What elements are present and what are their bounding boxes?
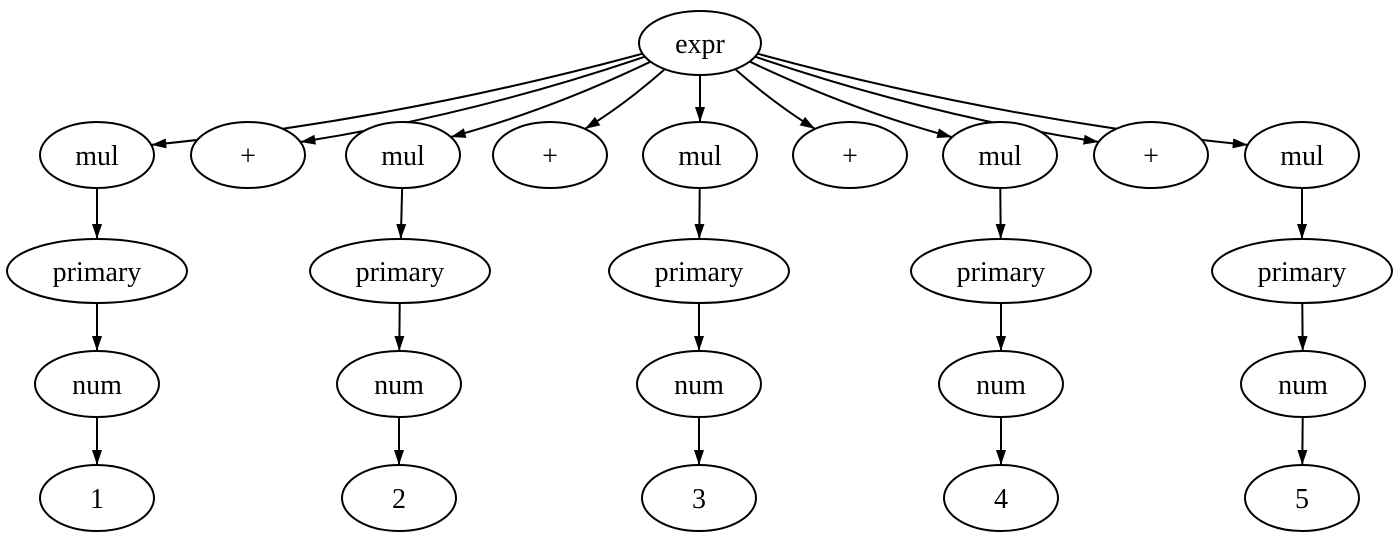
node-label-primary-2: primary [356, 257, 445, 288]
node-label-num-2: num [374, 370, 424, 401]
node-num-1: num [34, 350, 160, 418]
node-label-num-1: num [72, 370, 122, 401]
node-num-2: num [336, 350, 462, 418]
node-ellipse-mul-4 [942, 121, 1058, 189]
node-ellipse-primary-1 [6, 238, 188, 304]
node-mul-4: mul [942, 121, 1058, 189]
node-primary-2: primary [309, 238, 491, 304]
node-ellipse-leaf-2 [341, 464, 457, 532]
node-num-4: num [938, 350, 1064, 418]
edge-layer [92, 52, 1308, 466]
node-label-mul-1: mul [75, 141, 119, 172]
node-label-num-3: num [674, 370, 724, 401]
node-ellipse-plus-1 [190, 121, 306, 189]
node-leaf-3: 3 [641, 464, 757, 532]
node-ellipse-plus-3 [792, 121, 908, 189]
node-label-leaf-3: 3 [692, 484, 706, 515]
edge-expr-mul-4 [749, 60, 953, 139]
node-mul-1: mul [39, 121, 155, 189]
edge-mul-2-primary-2 [396, 187, 407, 240]
node-ellipse-leaf-3 [641, 464, 757, 532]
node-ellipse-num-5 [1240, 350, 1366, 418]
node-ellipse-primary-2 [309, 238, 491, 304]
node-label-leaf-5: 5 [1295, 484, 1309, 515]
node-ellipse-mul-1 [39, 121, 155, 189]
node-ellipse-num-2 [336, 350, 462, 418]
node-label-primary-5: primary [1258, 257, 1347, 288]
edge-expr-plus-3 [734, 68, 816, 130]
node-leaf-4: 4 [943, 464, 1059, 532]
node-label-num-4: num [976, 370, 1026, 401]
node-ellipse-primary-5 [1211, 238, 1393, 304]
node-ellipse-primary-4 [910, 238, 1092, 304]
edge-expr-plus-2 [584, 68, 666, 130]
node-ellipse-plus-4 [1093, 121, 1209, 189]
node-primary-1: primary [6, 238, 188, 304]
edge-expr-mul-2 [450, 60, 651, 138]
edge-expr-plus-1 [300, 55, 646, 145]
node-ellipse-num-1 [34, 350, 160, 418]
node-leaf-5: 5 [1244, 464, 1360, 532]
node-mul-3: mul [642, 121, 758, 189]
node-label-mul-4: mul [978, 141, 1022, 172]
node-ellipse-num-4 [938, 350, 1064, 418]
edge-expr-plus-4 [754, 55, 1099, 145]
node-label-expr: expr [675, 29, 725, 60]
node-ellipse-mul-3 [642, 121, 758, 189]
node-label-primary-4: primary [957, 257, 1046, 288]
node-mul-2: mul [345, 121, 461, 189]
node-num-3: num [636, 350, 762, 418]
node-ellipse-leaf-1 [39, 464, 155, 532]
node-ellipse-plus-2 [492, 121, 608, 189]
node-label-leaf-4: 4 [994, 484, 1008, 515]
node-plus-3: + [792, 121, 908, 189]
node-ellipse-leaf-4 [943, 464, 1059, 532]
node-ellipse-mul-5 [1244, 121, 1360, 189]
node-label-leaf-1: 1 [90, 484, 104, 515]
node-label-primary-3: primary [655, 257, 744, 288]
node-plus-4: + [1093, 121, 1209, 189]
node-ellipse-num-3 [636, 350, 762, 418]
node-label-plus-1: + [240, 141, 256, 172]
node-plus-2: + [492, 121, 608, 189]
node-ellipse-primary-3 [608, 238, 790, 304]
node-label-mul-5: mul [1280, 141, 1324, 172]
node-primary-5: primary [1211, 238, 1393, 304]
node-mul-5: mul [1244, 121, 1360, 189]
node-label-plus-4: + [1143, 141, 1159, 172]
node-label-plus-2: + [542, 141, 558, 172]
node-plus-1: + [190, 121, 306, 189]
node-label-num-5: num [1278, 370, 1328, 401]
node-label-leaf-2: 2 [392, 484, 406, 515]
node-primary-4: primary [910, 238, 1092, 304]
node-leaf-1: 1 [39, 464, 155, 532]
node-ellipse-leaf-5 [1244, 464, 1360, 532]
node-expr: expr [638, 10, 762, 76]
node-label-mul-2: mul [381, 141, 425, 172]
node-num-5: num [1240, 350, 1366, 418]
node-ellipse-mul-2 [345, 121, 461, 189]
node-ellipse-expr [638, 10, 762, 76]
node-primary-3: primary [608, 238, 790, 304]
node-label-primary-1: primary [53, 257, 142, 288]
node-label-plus-3: + [842, 141, 858, 172]
node-label-mul-3: mul [678, 141, 722, 172]
node-leaf-2: 2 [341, 464, 457, 532]
node-layer: expr mul + mul + mul + mul + mul primary primary pri… [6, 10, 1393, 532]
